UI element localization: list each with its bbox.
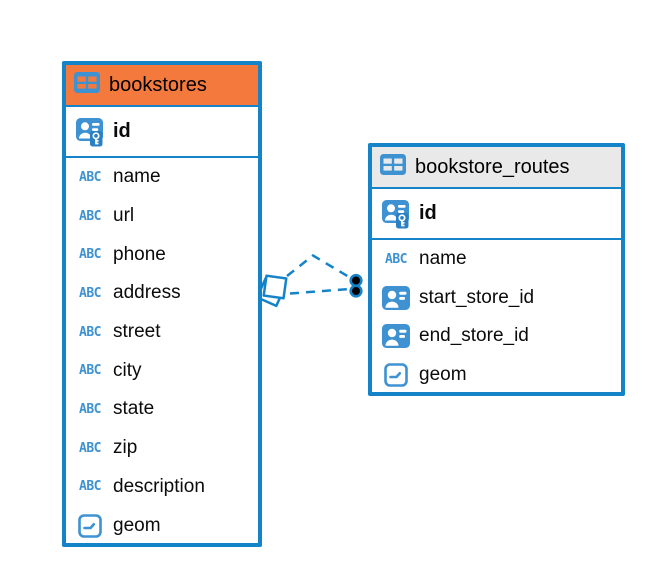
table-bookstore-routes[interactable]: bookstore_routes id ABC name start_store_i… [368, 143, 625, 396]
geometry-icon [73, 513, 107, 538]
column-name: id [113, 120, 131, 142]
table-row[interactable]: ABC url [66, 197, 258, 236]
table-bookstore-routes-header[interactable]: bookstore_routes [372, 147, 621, 189]
relationship-dot-marker-upper [349, 273, 363, 288]
table-row[interactable]: start_store_id [372, 279, 621, 318]
table-row[interactable]: ABC street [66, 313, 258, 352]
table-row[interactable]: ABC name [372, 240, 621, 279]
table-icon [74, 72, 100, 98]
column-name: phone [113, 243, 166, 265]
table-row[interactable]: ABC description [66, 468, 258, 507]
text-icon: ABC [79, 401, 101, 417]
column-name: geom [113, 514, 161, 536]
primary-key-icon [379, 199, 413, 229]
primary-key-section: id [66, 107, 258, 158]
text-icon: ABC [79, 208, 101, 224]
table-row[interactable]: ABC state [66, 390, 258, 429]
relationship-dot-marker-lower [349, 284, 363, 298]
column-name: name [113, 166, 161, 188]
table-row[interactable]: ABC phone [66, 235, 258, 274]
relationship-line-lower[interactable] [289, 287, 351, 295]
table-row[interactable]: id [66, 107, 258, 156]
table-row[interactable]: ABC zip [66, 429, 258, 468]
column-name: zip [113, 437, 138, 459]
text-icon: ABC [79, 247, 101, 263]
table-row[interactable]: geom [372, 356, 621, 395]
text-icon: ABC [79, 285, 101, 301]
column-name: end_store_id [419, 325, 529, 347]
table-bookstores-header[interactable]: bookstores [66, 65, 258, 107]
column-name: name [419, 248, 467, 270]
text-icon: ABC [79, 440, 101, 456]
geometry-icon [379, 362, 413, 387]
table-row[interactable]: id [372, 189, 621, 238]
column-name: start_store_id [419, 286, 535, 308]
text-icon: ABC [79, 363, 101, 379]
table-row[interactable]: ABC city [66, 351, 258, 390]
text-icon: ABC [79, 479, 101, 495]
relationship-line-upper[interactable] [286, 253, 355, 282]
table-row[interactable]: geom [66, 506, 258, 545]
text-icon: ABC [79, 169, 101, 185]
column-name: id [419, 202, 437, 224]
primary-key-icon [73, 117, 107, 147]
column-name: url [113, 205, 135, 227]
column-name: address [113, 282, 181, 304]
table-icon [380, 154, 406, 180]
column-name: street [113, 321, 161, 343]
table-row[interactable]: ABC name [66, 158, 258, 197]
primary-key-section: id [372, 189, 621, 240]
column-name: state [113, 398, 155, 420]
column-name: geom [419, 363, 467, 385]
column-name: description [113, 475, 205, 497]
relationship-diamond-marker-front [262, 274, 288, 300]
reference-icon [379, 324, 413, 349]
reference-icon [379, 285, 413, 310]
table-row[interactable]: ABC address [66, 274, 258, 313]
text-icon: ABC [79, 324, 101, 340]
table-title: bookstore_routes [415, 155, 570, 178]
column-name: city [113, 359, 142, 381]
text-icon: ABC [385, 251, 407, 267]
table-title: bookstores [109, 73, 207, 96]
table-row[interactable]: end_store_id [372, 317, 621, 356]
